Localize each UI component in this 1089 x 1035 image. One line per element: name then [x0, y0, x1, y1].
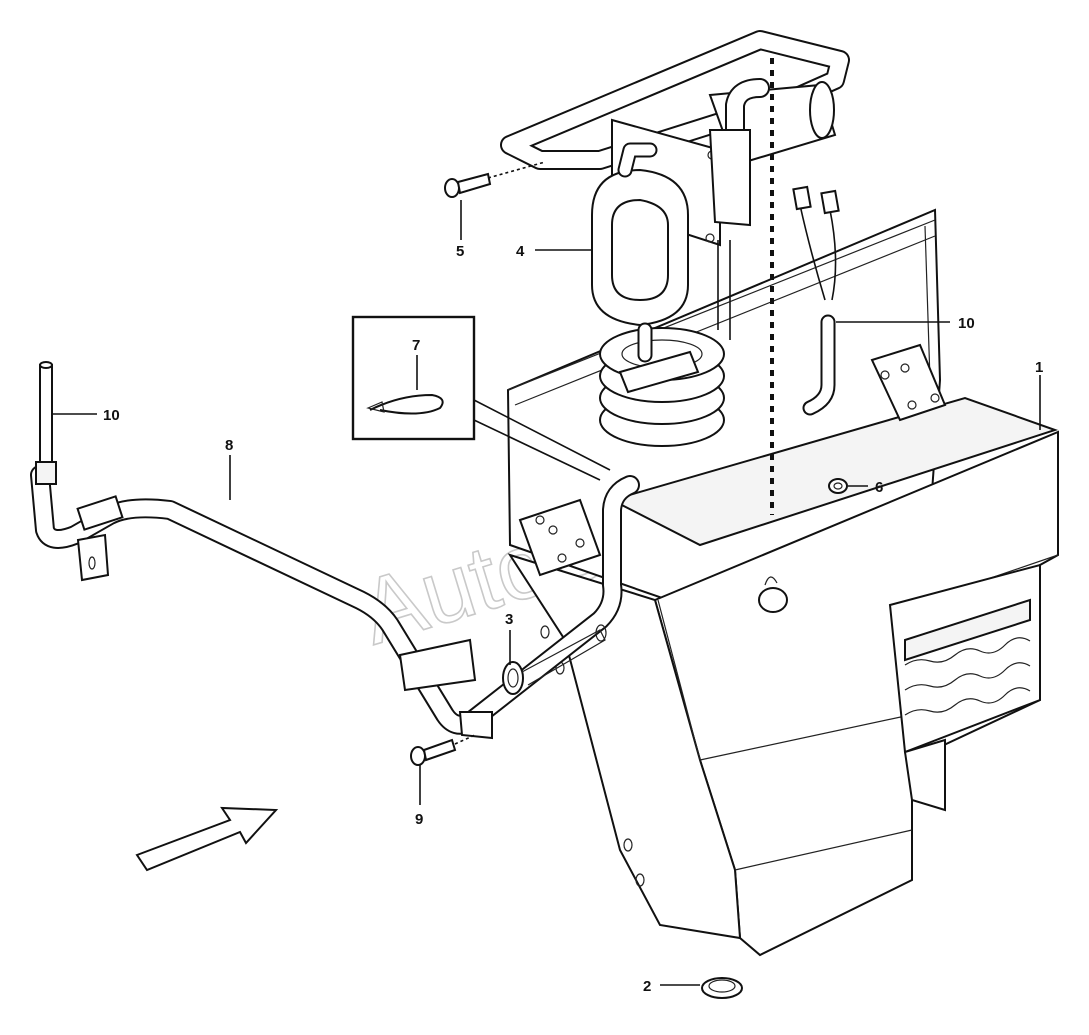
heater-coil-part-4[interactable] [500, 30, 850, 447]
callout-1: 1 [1035, 359, 1043, 376]
washer-part-6[interactable] [828, 478, 848, 494]
callout-6: 6 [875, 479, 883, 496]
grommet-part-2[interactable] [701, 977, 743, 999]
callout-3: 3 [505, 611, 513, 628]
cable-tie-inset [351, 315, 611, 481]
callout-7: 7 [412, 337, 420, 354]
callout-9: 9 [415, 811, 423, 828]
wiring-harness-part-10[interactable] [792, 185, 840, 416]
screw-part-9[interactable] [410, 738, 457, 766]
grommet-part-3[interactable] [502, 624, 607, 695]
callout-2: 2 [643, 978, 651, 995]
direction-arrow-icon [135, 806, 279, 872]
callout-8: 8 [225, 437, 233, 454]
cable-tie-part-7[interactable] [366, 393, 444, 415]
housing-part-1[interactable] [506, 208, 1059, 957]
sensor-rod-part-10[interactable] [35, 361, 57, 485]
callout-4: 4 [516, 243, 525, 260]
callout-5: 5 [456, 243, 464, 260]
callout-10-upper: 10 [958, 315, 975, 332]
screw-part-5[interactable] [444, 172, 492, 198]
pipe-part-8[interactable] [30, 465, 640, 740]
callout-10-left: 10 [103, 407, 120, 424]
